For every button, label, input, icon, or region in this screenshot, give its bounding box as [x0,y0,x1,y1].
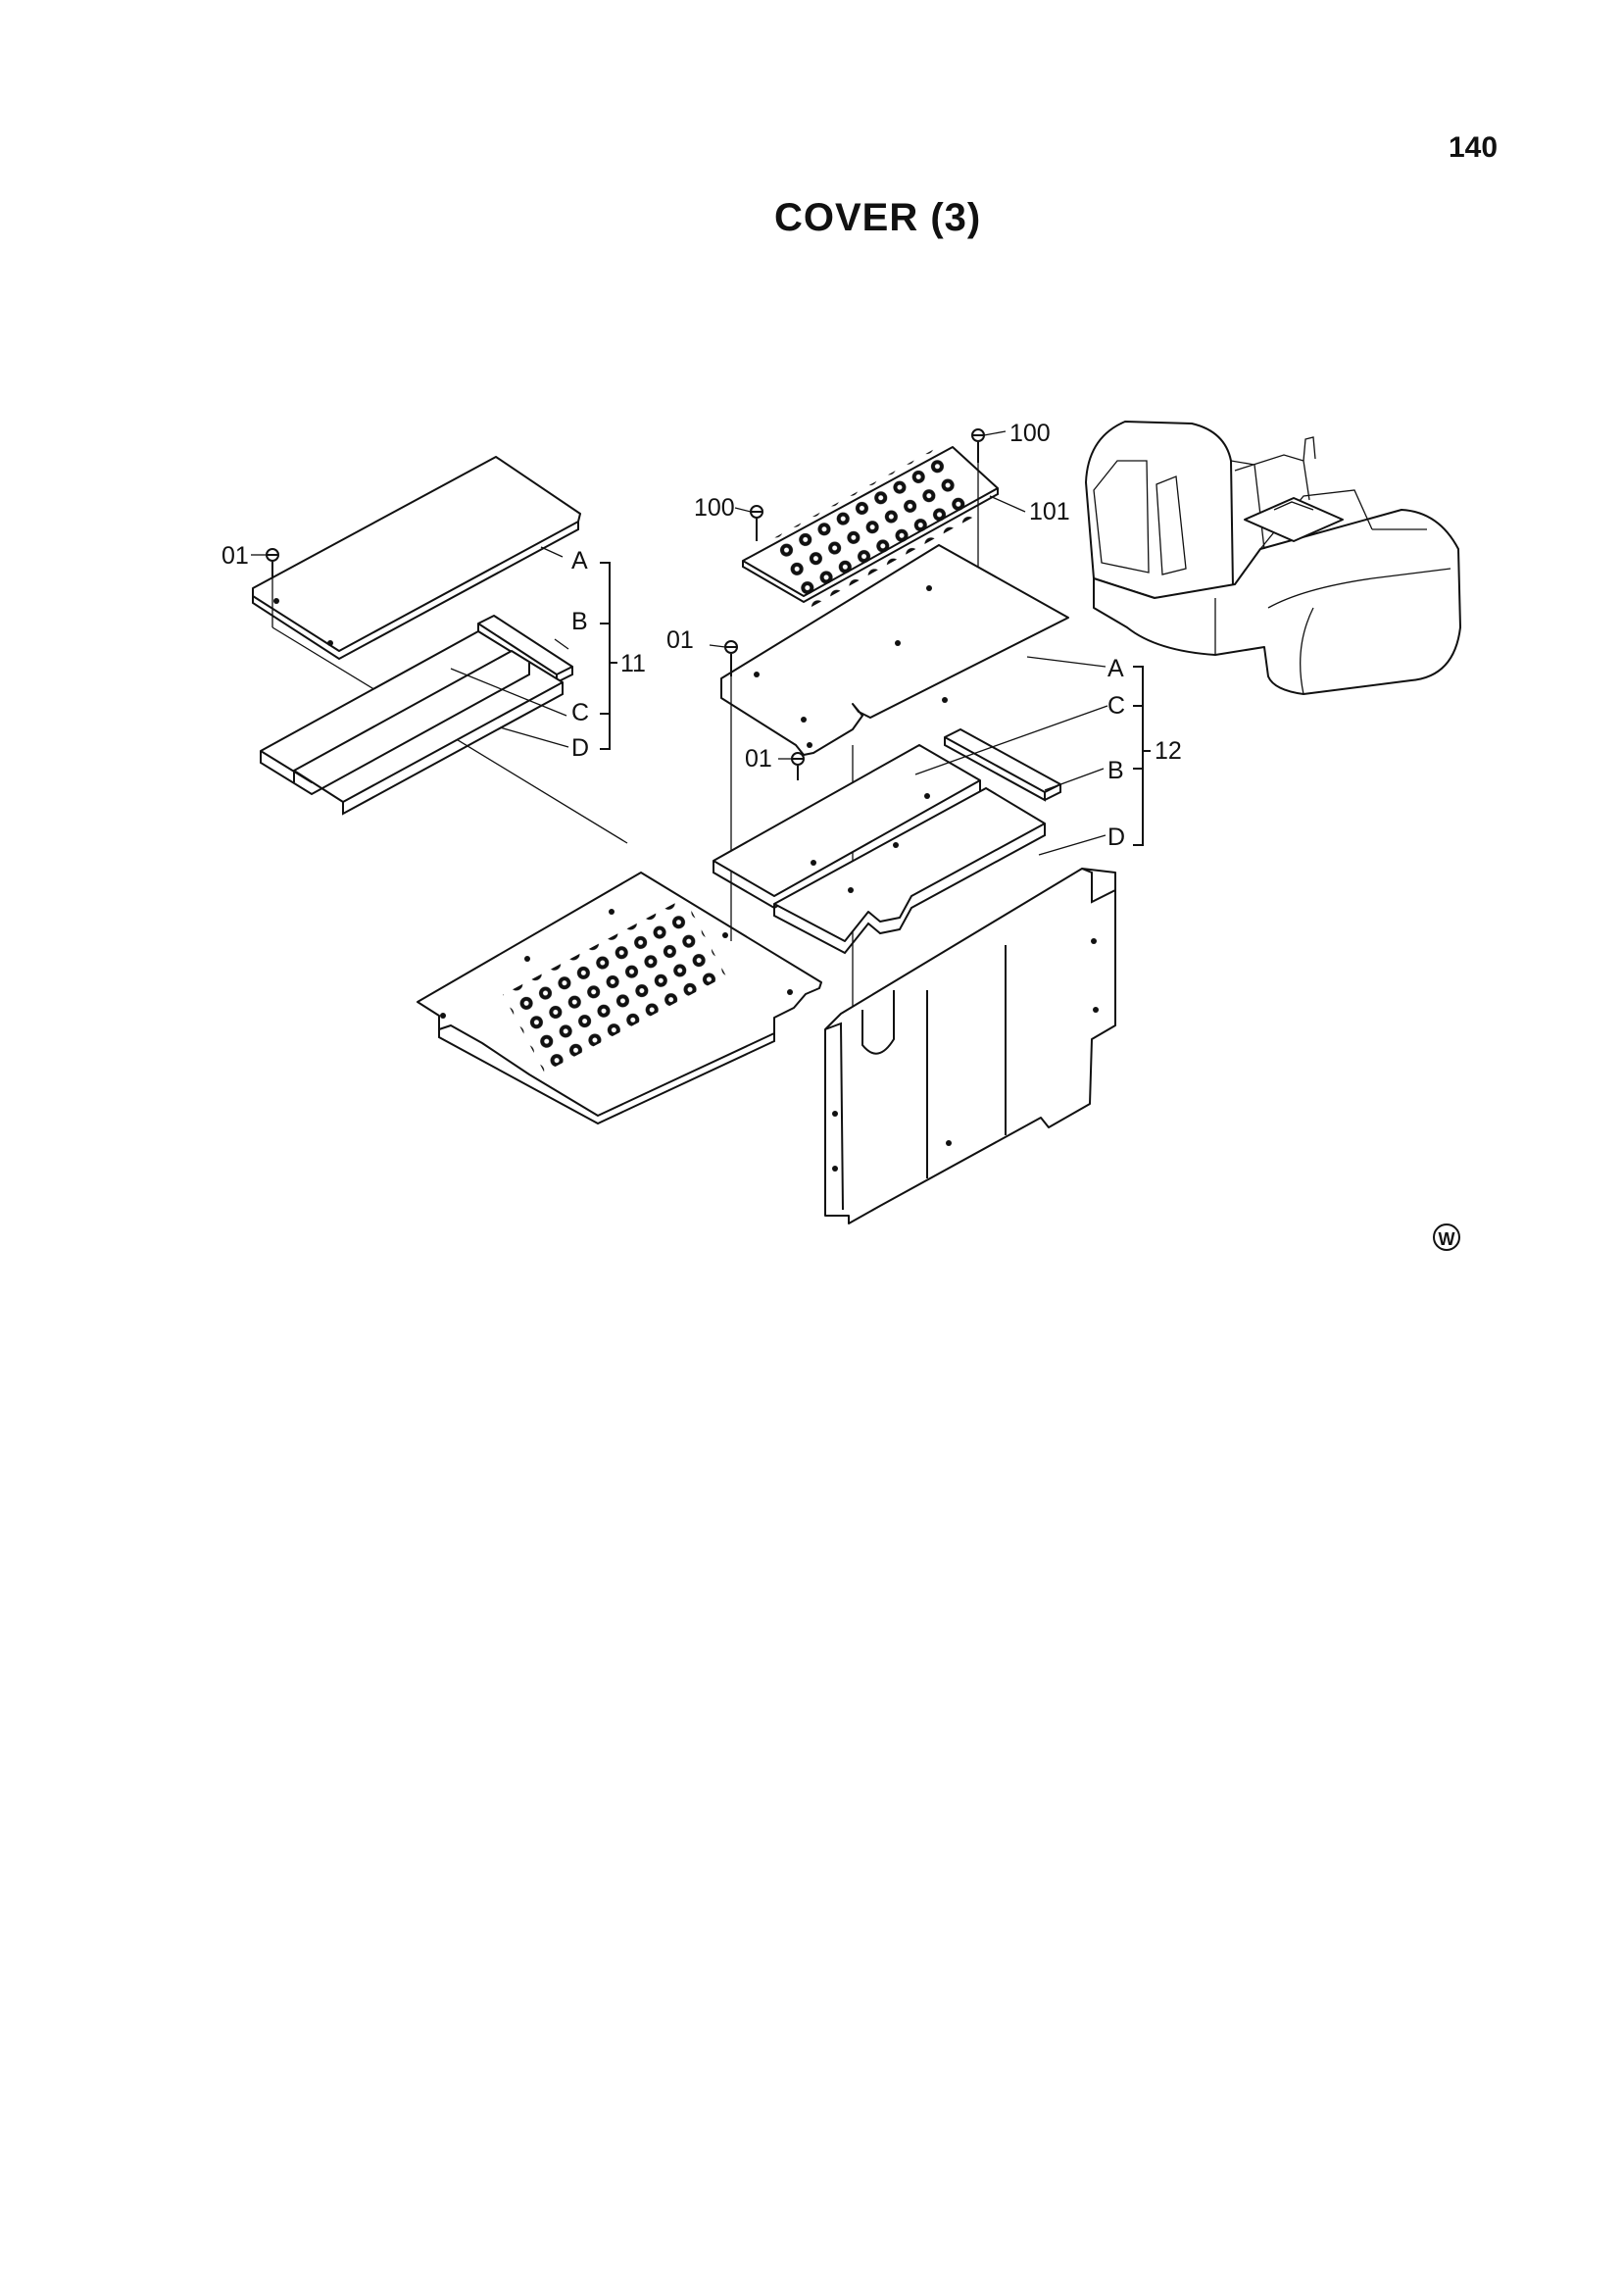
callout-plate-101: 101 [1029,498,1070,525]
callout-right-b: B [1107,757,1124,784]
callout-left-c: C [571,699,589,726]
callout-right-a: A [1107,655,1124,682]
callout-bolt-plate-right: 100 [1009,420,1051,447]
callout-left-d: D [571,734,589,762]
bolt-icon [266,548,279,578]
callout-assembly-11: 11 [620,650,646,677]
page-number: 140 [1449,131,1499,164]
center-cover-part-d [773,787,1046,942]
center-cover-part-a [720,544,1069,756]
bolt-icon [750,505,763,541]
center-cover-assembly [709,428,1151,1020]
callout-bolt-plate-left: 100 [694,494,735,522]
side-panel [824,868,1116,1224]
bolt-icon [971,428,985,463]
mark-letter: W [1439,1229,1455,1249]
callout-bolt-center-upper: 01 [666,626,694,654]
callout-bolt-center-lower: 01 [745,745,772,773]
bolt-icon [791,752,805,780]
left-cover-assembly [251,456,628,844]
excavator-locator-sketch [1085,421,1461,695]
callout-bolt-left: 01 [221,542,249,570]
anti-slip-perforation [503,897,726,1073]
callout-assembly-12: 12 [1155,737,1182,765]
callout-left-a: A [571,547,588,574]
circled-w-icon: W [1433,1223,1460,1251]
callout-right-d: D [1107,824,1125,851]
callout-left-b: B [571,608,588,635]
floor-plate-left [417,872,822,1125]
callout-right-c: C [1107,692,1125,720]
